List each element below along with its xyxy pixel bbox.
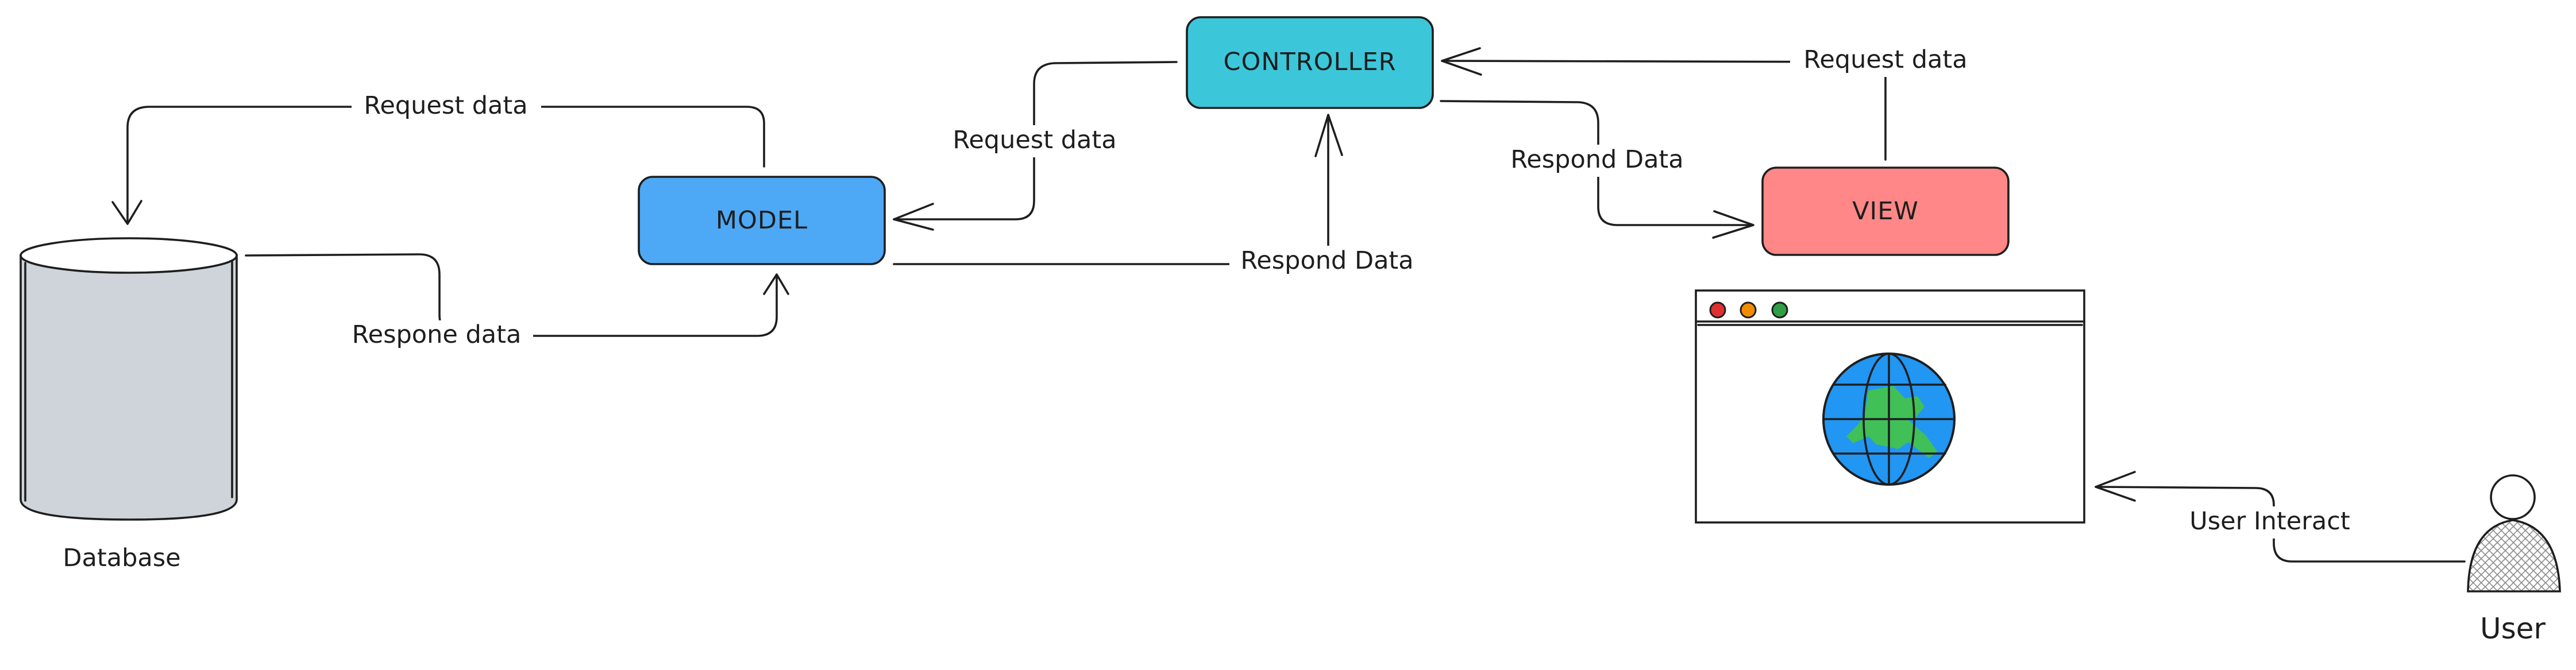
edge-label: Respond Data <box>1240 246 1413 275</box>
minimize-dot-icon <box>1740 301 1757 319</box>
edge-model-respond-controller: Respond Data <box>893 114 1425 278</box>
globe-icon <box>1822 353 1956 486</box>
edge-label: Request data <box>952 126 1116 154</box>
edge-label: Request data <box>364 91 527 120</box>
edge-controller-respond-view: Respond Data <box>1440 100 1754 239</box>
user-head-icon <box>2490 474 2536 520</box>
edge-label: Request data <box>1803 45 1967 74</box>
edge-model-request-database: Request data <box>111 91 765 225</box>
controller-label: CONTROLLER <box>1224 48 1397 76</box>
model-label: MODEL <box>716 206 808 235</box>
database-cylinder: Database <box>20 237 238 572</box>
controller-node: CONTROLLER <box>1186 16 1434 109</box>
view-label: VIEW <box>1852 197 1919 226</box>
edge-database-response-model: Respone data <box>245 253 789 353</box>
edge-user-interact-browser: User Interact <box>2095 471 2466 563</box>
edge-label: User Interact <box>2189 507 2350 536</box>
edge-label: Respone data <box>352 320 522 349</box>
user-figure: User <box>2467 474 2561 645</box>
view-node: VIEW <box>1761 166 2010 256</box>
edge-controller-request-model: Request data <box>893 61 1178 231</box>
edge-label: Respond Data <box>1510 145 1683 174</box>
user-label: User <box>2480 612 2546 645</box>
maximize-dot-icon <box>1771 301 1788 319</box>
edge-view-request-controller: Request data <box>1441 45 1982 161</box>
user-body-icon <box>2467 519 2561 592</box>
model-node: MODEL <box>638 176 886 265</box>
database-label: Database <box>63 544 180 572</box>
close-dot-icon <box>1709 301 1726 319</box>
browser-window <box>1695 289 2085 524</box>
